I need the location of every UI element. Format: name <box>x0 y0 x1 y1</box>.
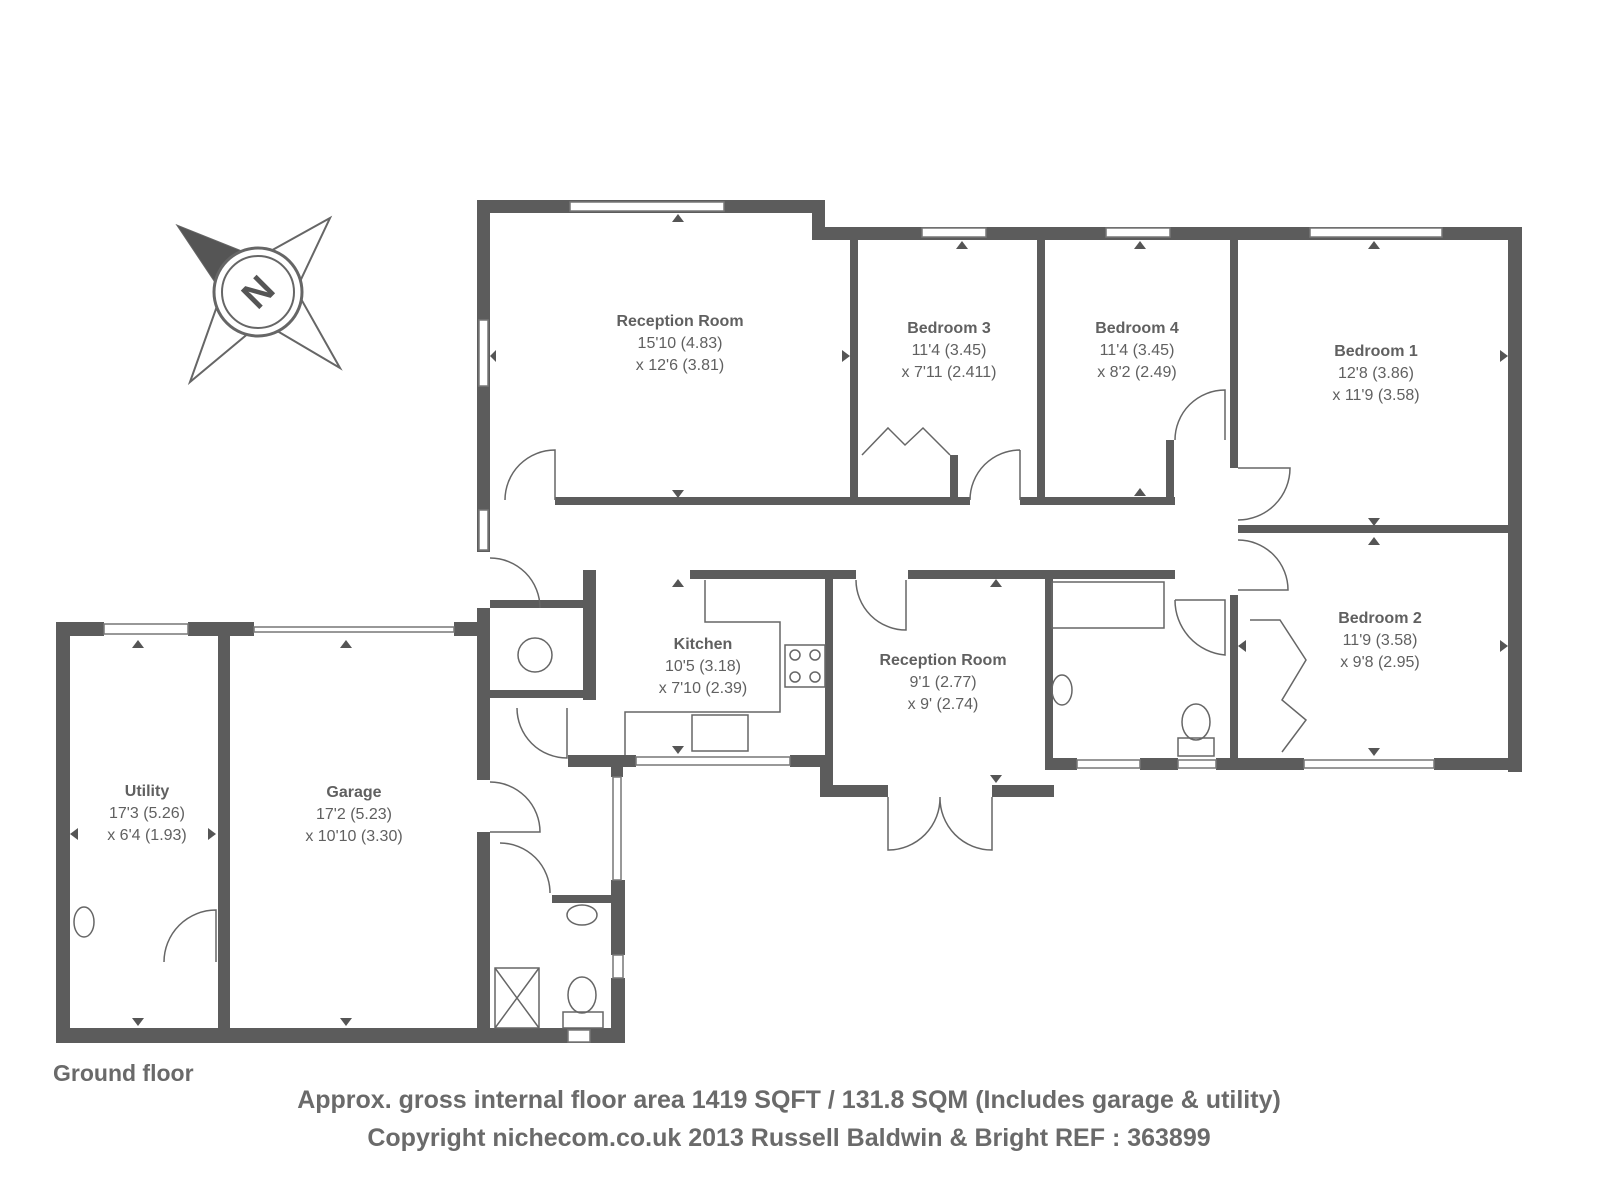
floor-area-text: Approx. gross internal floor area 1419 S… <box>297 1086 1281 1114</box>
room-name: Bedroom 4 <box>1095 320 1179 337</box>
room-kitchen: Kitchen 10'5 (3.18) x 7'10 (2.39) <box>659 636 747 697</box>
room-dimension: x 9'8 (2.95) <box>1340 654 1420 671</box>
windows <box>103 201 1443 1043</box>
room-bedroom-3: Bedroom 3 11'4 (3.45) x 7'11 (2.411) <box>902 320 997 381</box>
room-dimension: x 8'2 (2.49) <box>1097 364 1177 381</box>
room-dimension: x 9' (2.74) <box>908 696 979 713</box>
room-name: Bedroom 3 <box>907 320 991 337</box>
room-reception-room-2: Reception Room 9'1 (2.77) x 9' (2.74) <box>879 652 1006 713</box>
room-dimension: x 11'9 (3.58) <box>1332 387 1419 404</box>
room-dimension: 12'8 (3.86) <box>1338 365 1414 382</box>
room-garage: Garage 17'2 (5.23) x 10'10 (3.30) <box>305 784 402 845</box>
room-name: Bedroom 1 <box>1334 343 1418 360</box>
room-name: Utility <box>125 783 170 800</box>
room-dimension: x 7'10 (2.39) <box>659 680 747 697</box>
copyright-text: Copyright nichecom.co.uk 2013 Russell Ba… <box>367 1124 1210 1152</box>
room-name: Kitchen <box>674 636 733 653</box>
room-name: Reception Room <box>879 652 1006 669</box>
room-dimension: x 7'11 (2.411) <box>902 364 997 381</box>
room-name: Bedroom 2 <box>1338 610 1422 627</box>
doors-and-fixtures <box>73 389 1308 1029</box>
dimension-arrows <box>70 214 1508 1026</box>
room-utility: Utility 17'3 (5.26) x 6'4 (1.93) <box>107 783 187 844</box>
room-dimension: 9'1 (2.77) <box>909 674 976 691</box>
room-dimension: 10'5 (3.18) <box>665 658 741 675</box>
room-name: Reception Room <box>616 313 743 330</box>
room-dimension: 17'3 (5.26) <box>109 805 185 822</box>
room-bedroom-2: Bedroom 2 11'9 (3.58) x 9'8 (2.95) <box>1338 610 1422 671</box>
room-dimension: x 6'4 (1.93) <box>107 827 187 844</box>
room-dimension: x 10'10 (3.30) <box>305 828 402 845</box>
room-dimension: x 12'6 (3.81) <box>636 357 724 374</box>
room-bedroom-1: Bedroom 1 12'8 (3.86) x 11'9 (3.58) <box>1332 343 1419 404</box>
room-dimension: 17'2 (5.23) <box>316 806 392 823</box>
room-dimension: 15'10 (4.83) <box>638 335 723 352</box>
room-name: Garage <box>326 784 381 801</box>
room-dimension: 11'4 (3.45) <box>912 342 987 359</box>
room-reception-room-1: Reception Room 15'10 (4.83) x 12'6 (3.81… <box>616 313 743 374</box>
compass-icon: N <box>175 215 343 386</box>
floor-label: Ground floor <box>53 1060 194 1086</box>
room-bedroom-4: Bedroom 4 11'4 (3.45) x 8'2 (2.49) <box>1095 320 1179 381</box>
room-dimension: 11'9 (3.58) <box>1343 632 1418 649</box>
room-dimension: 11'4 (3.45) <box>1100 342 1175 359</box>
